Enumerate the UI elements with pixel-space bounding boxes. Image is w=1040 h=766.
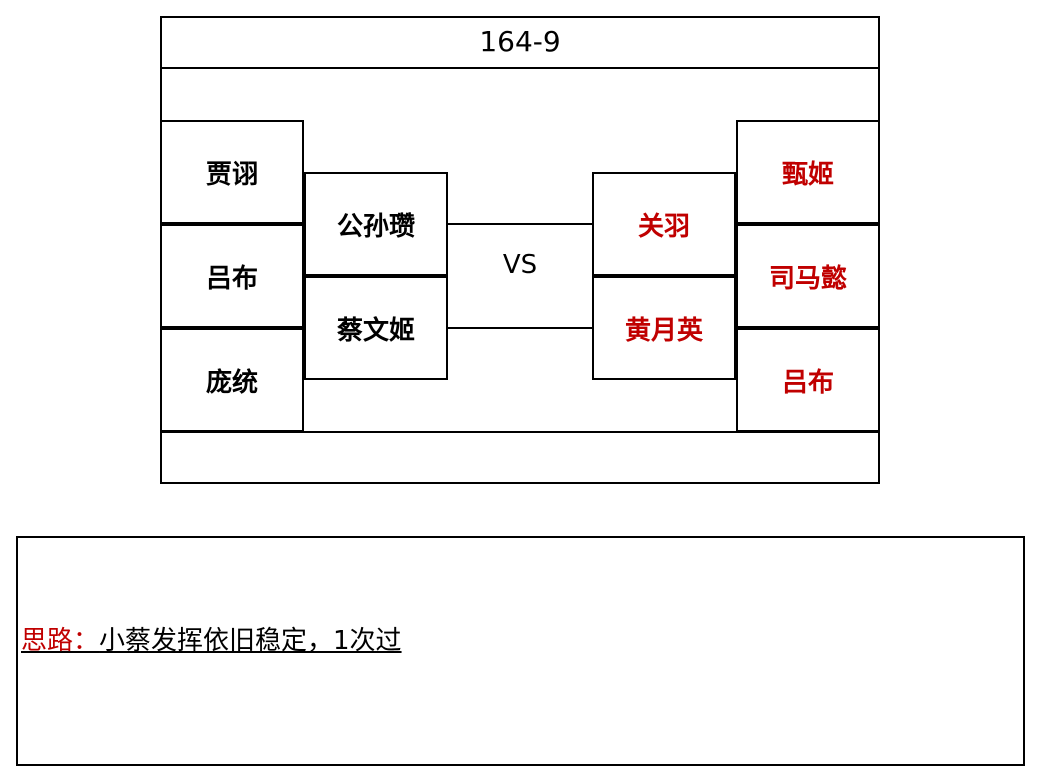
right-outer-hero-3: 吕布 bbox=[736, 328, 880, 432]
note-text: 小蔡发挥依旧稳定，1次过 bbox=[99, 626, 402, 656]
right-inner-hero-1: 关羽 bbox=[592, 172, 736, 276]
right-outer-hero-2: 司马懿 bbox=[736, 224, 880, 328]
right-outer-hero-1: 甄姬 bbox=[736, 120, 880, 224]
frame-bottom-divider bbox=[160, 431, 880, 433]
left-outer-hero-3: 庞统 bbox=[160, 328, 304, 432]
left-inner-hero-2: 蔡文姬 bbox=[304, 276, 448, 380]
connector-top bbox=[448, 223, 592, 225]
right-inner-hero-2: 黄月英 bbox=[592, 276, 736, 380]
left-outer-hero-2: 吕布 bbox=[160, 224, 304, 328]
vs-label: VS bbox=[502, 250, 538, 280]
left-outer-hero-1: 贾诩 bbox=[160, 120, 304, 224]
connector-bottom bbox=[448, 327, 592, 329]
left-inner-hero-1: 公孙瓒 bbox=[304, 172, 448, 276]
note-label: 思路： bbox=[21, 626, 100, 656]
strategy-note: 思路：小蔡发挥依旧稳定，1次过 bbox=[21, 620, 402, 657]
stage-title: 164-9 bbox=[160, 16, 880, 69]
